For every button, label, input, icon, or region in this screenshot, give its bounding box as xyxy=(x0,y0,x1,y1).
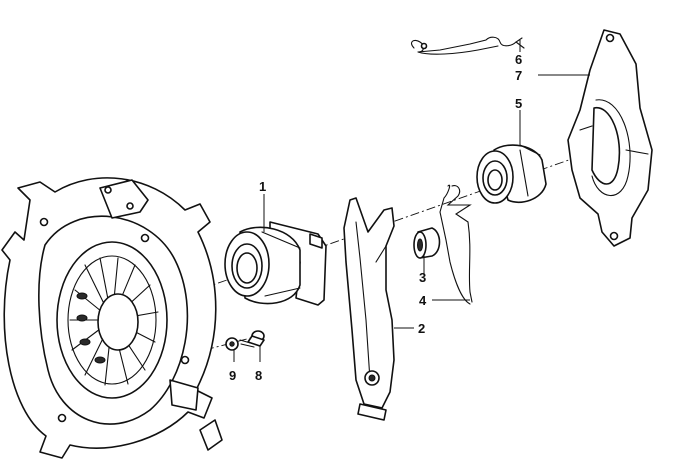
callout-2: 2 xyxy=(418,321,425,336)
callout-1: 1 xyxy=(259,179,266,194)
spring-clip-part-4 xyxy=(439,184,473,305)
release-fork-part-2 xyxy=(343,197,395,421)
clutch-pressure-plate xyxy=(1,177,223,459)
callout-8: 8 xyxy=(255,368,262,383)
guide-plate-part-7 xyxy=(567,29,653,247)
callout-7: 7 xyxy=(515,68,522,83)
spring-clip-part-6 xyxy=(411,36,525,55)
pivot-bushing-part-3 xyxy=(413,227,441,259)
release-bearing-part-1 xyxy=(224,221,327,306)
callout-3: 3 xyxy=(419,270,426,285)
bolt-part-8 xyxy=(239,330,265,348)
release-bearing-part-5 xyxy=(476,144,547,204)
callout-9: 9 xyxy=(229,368,236,383)
leader-lines xyxy=(233,40,590,362)
callout-4: 4 xyxy=(419,293,427,308)
callout-6: 6 xyxy=(515,52,522,67)
callout-5: 5 xyxy=(515,96,522,111)
washer-part-9 xyxy=(225,337,239,351)
